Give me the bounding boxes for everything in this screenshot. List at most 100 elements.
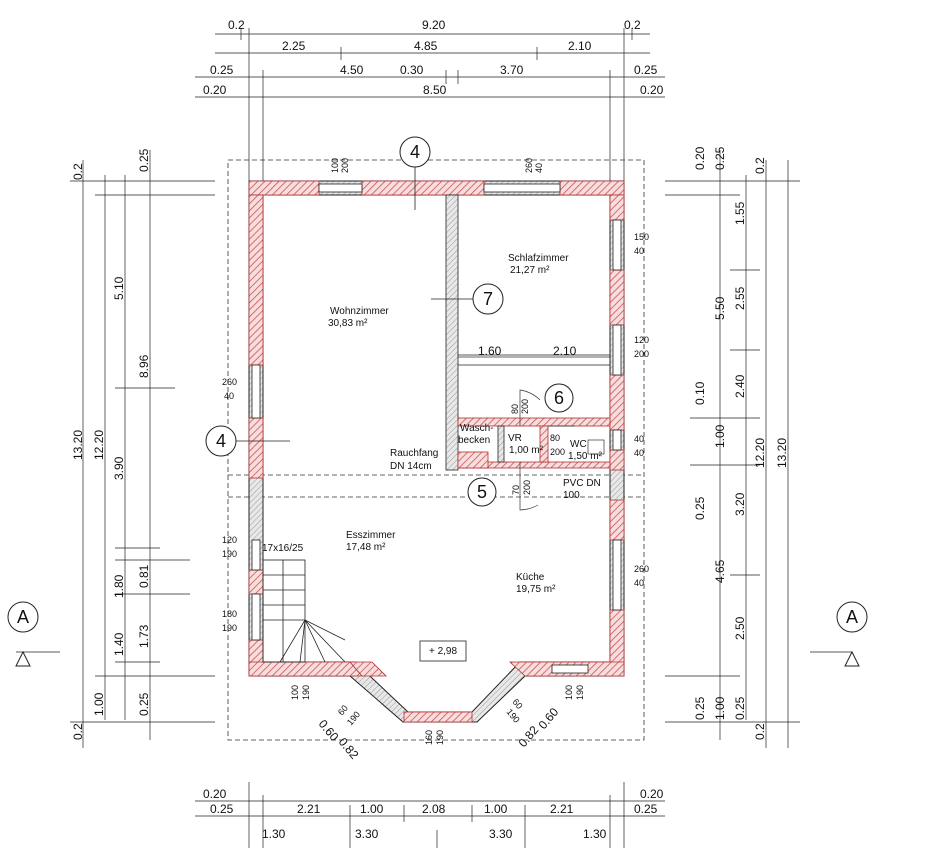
bottom-dim: 0.25	[634, 802, 658, 816]
bottom-dim: 2.21	[550, 802, 574, 816]
svg-text:70: 70	[511, 485, 521, 495]
bottom-dim: 2.21	[297, 802, 321, 816]
room-kueche-name: Küche	[516, 572, 545, 583]
room-esszimmer-area: 17,48 m²	[346, 542, 386, 553]
svg-text:80: 80	[510, 404, 520, 414]
top-dim: 9.20	[422, 18, 446, 32]
right-dimensions	[665, 150, 800, 748]
svg-text:0.82: 0.82	[336, 735, 362, 762]
right-dim: 12.20	[753, 438, 767, 468]
svg-text:40: 40	[634, 434, 644, 444]
top-dim: 0.2	[228, 18, 245, 32]
left-dim: 1.73	[137, 624, 151, 648]
right-dim: 3.20	[733, 492, 747, 516]
bottom-dim: 1.30	[262, 827, 286, 841]
bottom-dim: 3.30	[489, 827, 513, 841]
svg-text:190: 190	[222, 549, 237, 559]
top-dim: 0.2	[624, 18, 641, 32]
svg-text:80: 80	[550, 433, 560, 443]
left-dim: 0.2	[71, 163, 85, 180]
svg-text:180: 180	[222, 609, 237, 619]
svg-text:260: 260	[634, 564, 649, 574]
footprint-outline	[227, 159, 645, 741]
interior-walls	[445, 194, 611, 471]
svg-text:100: 100	[290, 685, 300, 700]
right-dim: 0.25	[713, 146, 727, 170]
svg-text:260: 260	[524, 158, 534, 173]
svg-text:190: 190	[435, 730, 445, 745]
bottom-dim: 1.00	[360, 802, 384, 816]
right-dim: 4.65	[713, 559, 727, 583]
top-dim: 8.50	[423, 83, 447, 97]
interior-dim-a: 1.60	[478, 344, 502, 358]
top-dim: 0.20	[640, 83, 664, 97]
stair-label: 17x16/25	[262, 543, 304, 554]
left-dim: 0.81	[137, 564, 151, 588]
left-dim: 1.40	[112, 632, 126, 656]
section-a-right: A	[846, 607, 858, 627]
svg-text:200: 200	[340, 158, 350, 173]
room-vr-area: 1,00 m²	[509, 445, 544, 456]
interior-dim-b: 2.10	[553, 344, 577, 358]
rauchfang-dn: DN 14cm	[390, 461, 432, 472]
right-dim: 0.25	[733, 696, 747, 720]
room-wc-area: 1,50 m²	[568, 451, 603, 462]
svg-text:40: 40	[634, 448, 644, 458]
room-wc-name: WC	[570, 439, 587, 450]
waschbecken-line1: Wasch-	[460, 423, 494, 434]
svg-text:200: 200	[520, 399, 530, 414]
right-dim: 0.20	[693, 146, 707, 170]
pvc-label: PVC DN	[563, 478, 601, 489]
svg-text:160: 160	[424, 730, 434, 745]
top-dim: 0.25	[634, 63, 658, 77]
left-dim: 8.96	[137, 354, 151, 378]
bottom-dim: 0.20	[640, 787, 664, 801]
right-dim: 1.55	[733, 201, 747, 225]
left-dim: 5.10	[112, 276, 126, 300]
left-dim: 0.25	[137, 148, 151, 172]
bottom-dim: 1.30	[583, 827, 607, 841]
room-kueche-area: 19,75 m²	[516, 584, 556, 595]
left-dim: 0.2	[71, 723, 85, 740]
svg-text:100: 100	[330, 158, 340, 173]
marker-5: 5	[477, 482, 487, 502]
svg-text:40: 40	[534, 163, 544, 173]
right-dim: 13.20	[775, 438, 789, 468]
top-dim: 3.70	[500, 63, 524, 77]
svg-text:40: 40	[224, 391, 234, 401]
bottom-dim: 3.30	[355, 827, 379, 841]
top-dim: 0.20	[203, 83, 227, 97]
staircase	[262, 559, 346, 663]
room-wohnzimmer-area: 30,83 m²	[328, 318, 368, 329]
svg-text:60: 60	[510, 697, 524, 711]
svg-text:120: 120	[222, 535, 237, 545]
left-dim: 1.80	[112, 574, 126, 598]
left-dim: 3.90	[112, 456, 126, 480]
right-dim: 0.10	[693, 381, 707, 405]
door-swings	[519, 389, 605, 511]
level-box	[419, 640, 467, 662]
bottom-dim: 0.20	[203, 787, 227, 801]
svg-text:190: 190	[504, 707, 521, 725]
svg-text:200: 200	[550, 447, 565, 457]
top-dim: 2.10	[568, 39, 592, 53]
right-dim: 0.25	[693, 696, 707, 720]
top-dim: 4.50	[340, 63, 364, 77]
room-wohnzimmer-name: Wohnzimmer	[330, 306, 389, 317]
svg-text:0.82: 0.82	[516, 723, 542, 750]
wall-hatching	[248, 180, 625, 723]
svg-text:0.60: 0.60	[536, 705, 562, 732]
top-dimensions	[195, 28, 665, 181]
svg-text:150: 150	[634, 232, 649, 242]
section-markers	[7, 136, 868, 667]
left-dim: 13.20	[71, 430, 85, 460]
marker-4-top: 4	[410, 142, 420, 162]
svg-text:100: 100	[564, 685, 574, 700]
marker-6: 6	[554, 388, 564, 408]
left-dim: 0.25	[137, 692, 151, 716]
rauchfang-label: Rauchfang	[390, 448, 438, 459]
right-dim: 0.2	[753, 723, 767, 740]
svg-text:190: 190	[301, 685, 311, 700]
svg-text:200: 200	[634, 349, 649, 359]
right-dim: 2.40	[733, 374, 747, 398]
